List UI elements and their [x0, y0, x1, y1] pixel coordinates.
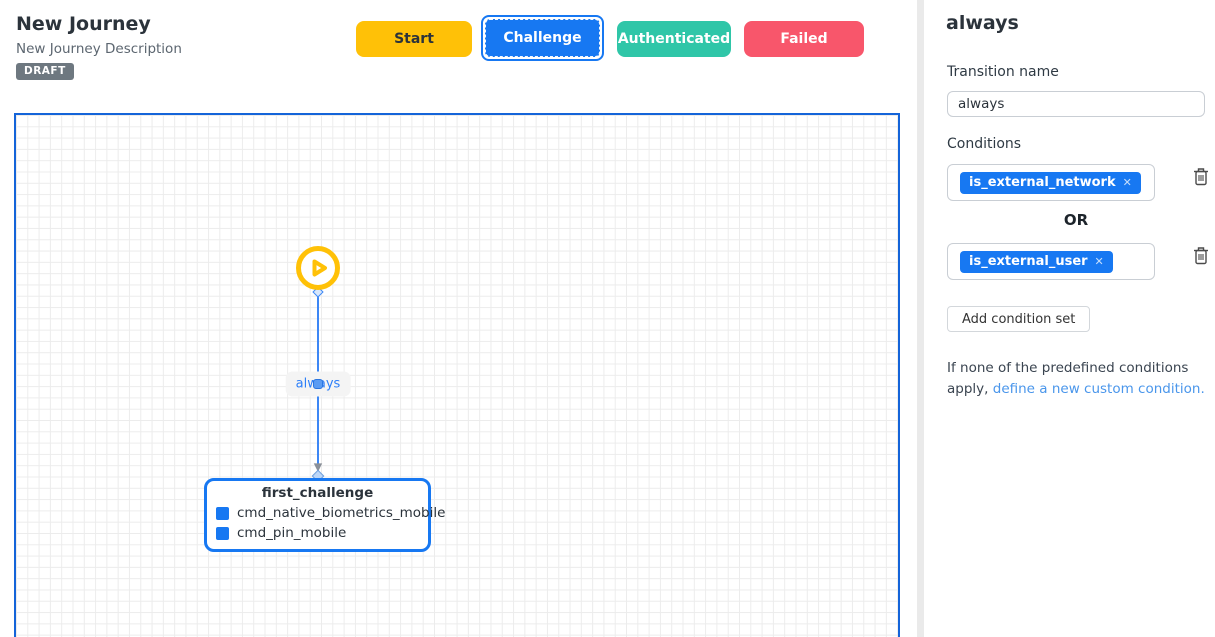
condition-chip[interactable]: is_external_network ✕	[960, 171, 1141, 194]
edge-midpoint-handle-icon[interactable]	[313, 379, 323, 389]
node-type-challenge-selection[interactable]: Challenge	[481, 15, 604, 61]
condition-operator: OR	[1063, 211, 1089, 229]
sidebar-title: always	[946, 12, 1019, 34]
start-node[interactable]	[296, 246, 340, 290]
delete-condition-set-button[interactable]	[1192, 167, 1210, 187]
node-step-row: cmd_pin_mobile	[216, 525, 428, 541]
trash-icon	[1194, 247, 1208, 265]
node-step-row: cmd_native_biometrics_mobile	[216, 505, 445, 521]
node-type-failed-button[interactable]: Failed	[744, 21, 864, 57]
edge-arrowhead-icon: ▼	[313, 460, 323, 474]
conditions-label: Conditions	[947, 136, 1022, 152]
define-custom-condition-link[interactable]: define a new custom condition.	[992, 381, 1205, 397]
transition-name-input[interactable]	[947, 91, 1205, 117]
condition-chip-label: is_external_network	[969, 174, 1116, 190]
panel-divider	[917, 0, 924, 637]
custom-condition-note: If none of the predefined conditions app…	[947, 358, 1205, 400]
custom-condition-note-text: If none of the predefined conditions app…	[947, 360, 1189, 397]
node-type-start-button[interactable]: Start	[356, 21, 472, 57]
step-square-icon	[216, 506, 229, 520]
page-title: New Journey	[16, 13, 151, 35]
condition-set-input[interactable]: is_external_network ✕	[947, 164, 1155, 201]
node-type-challenge-button[interactable]: Challenge	[485, 19, 600, 57]
node-title: first_challenge	[261, 485, 374, 501]
journey-canvas[interactable]: ▼ always first_challenge cmd_native_biom…	[14, 113, 900, 637]
remove-condition-icon[interactable]: ✕	[1122, 175, 1132, 189]
condition-chip[interactable]: is_external_user ✕	[960, 250, 1113, 273]
transition-name-label: Transition name	[947, 64, 1059, 80]
page-subtitle: New Journey Description	[16, 41, 182, 57]
condition-chip-label: is_external_user	[969, 253, 1088, 269]
remove-condition-icon[interactable]: ✕	[1094, 254, 1104, 268]
condition-set-input[interactable]: is_external_user ✕	[947, 243, 1155, 280]
node-type-authenticated-button[interactable]: Authenticated	[617, 21, 731, 57]
status-badge: DRAFT	[16, 63, 74, 80]
play-icon	[312, 259, 327, 277]
challenge-node-first-challenge[interactable]: first_challenge cmd_native_biometrics_mo…	[204, 478, 445, 552]
step-label: cmd_pin_mobile	[237, 525, 347, 541]
add-condition-set-button[interactable]: Add condition set	[947, 306, 1091, 332]
step-square-icon	[216, 526, 229, 540]
step-label: cmd_native_biometrics_mobile	[237, 505, 446, 521]
delete-condition-set-button[interactable]	[1192, 246, 1210, 266]
trash-icon	[1194, 168, 1208, 186]
